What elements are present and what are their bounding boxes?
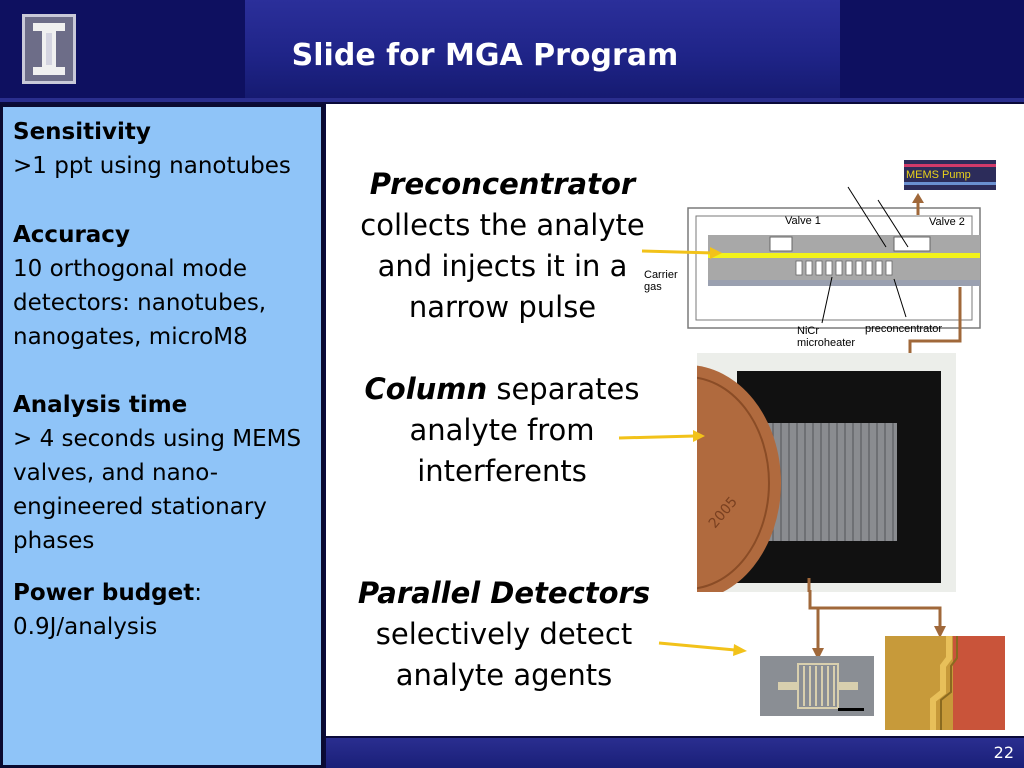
detectors-heading: Parallel Detectors (357, 576, 651, 610)
preconcentrator-schematic (641, 160, 996, 355)
detector-connectors (808, 590, 946, 660)
detectors-arrow (658, 641, 747, 656)
column-text-2: analyte from interferents (409, 413, 595, 488)
carrier-gas-label: Carrier gas (644, 269, 678, 293)
header-title-band (245, 0, 840, 100)
column-block: Column separates analyte from interferen… (352, 369, 652, 492)
sensitivity-text: >1 ppt using nanotubes (13, 153, 291, 179)
mems-pump-label: MEMS Pump (906, 169, 971, 181)
university-logo (22, 14, 76, 84)
column-line: Column separates (352, 369, 652, 410)
accuracy-text: 10 orthogonal mode detectors: nanotubes,… (13, 256, 267, 350)
column-arrow (618, 430, 705, 442)
analysis-time-text: > 4 seconds using MEMS valves, and nano-… (13, 426, 302, 554)
column-chip-photo: 2005 (697, 353, 956, 592)
power-budget-line: Power budget: (13, 576, 325, 610)
column-text-1: separates (487, 372, 640, 406)
preconcentrator-block: Preconcentrator collects the analyte and… (350, 164, 655, 328)
footer-bar (326, 738, 1024, 768)
power-budget-text: 0.9J/analysis (13, 614, 158, 640)
slide-title: Slide for MGA Program (291, 38, 679, 73)
detectors-text: selectively detect analyte agents (375, 617, 633, 692)
nanogate-detector-photo (885, 636, 1005, 730)
specs-panel: Sensitivity >1 ppt using nanotubes Accur… (0, 104, 324, 768)
column-heading: Column (364, 372, 488, 406)
preconcentrator-heading: Preconcentrator (369, 167, 636, 201)
nicr-microheater-label: NiCr microheater (797, 325, 856, 349)
header-right-band (840, 0, 1024, 100)
header-divider (0, 98, 1024, 102)
valve-1-label: Valve 1 (785, 215, 821, 227)
preconcentrator-text: collects the analyte and injects it in a… (360, 208, 645, 324)
detectors-block: Parallel Detectors selectively detect an… (345, 573, 663, 696)
sensitivity-heading: Sensitivity (13, 119, 151, 145)
page-number: 22 (993, 743, 1014, 762)
power-budget-colon: : (194, 580, 202, 606)
power-budget-heading: Power budget (13, 580, 195, 606)
valve-2-label: Valve 2 (929, 216, 965, 228)
preconcentrator-label: preconcentrator (865, 323, 943, 335)
accuracy-heading: Accuracy (13, 222, 130, 248)
nanotube-detector-photo (760, 656, 874, 716)
analysis-time-heading: Analysis time (13, 392, 188, 418)
